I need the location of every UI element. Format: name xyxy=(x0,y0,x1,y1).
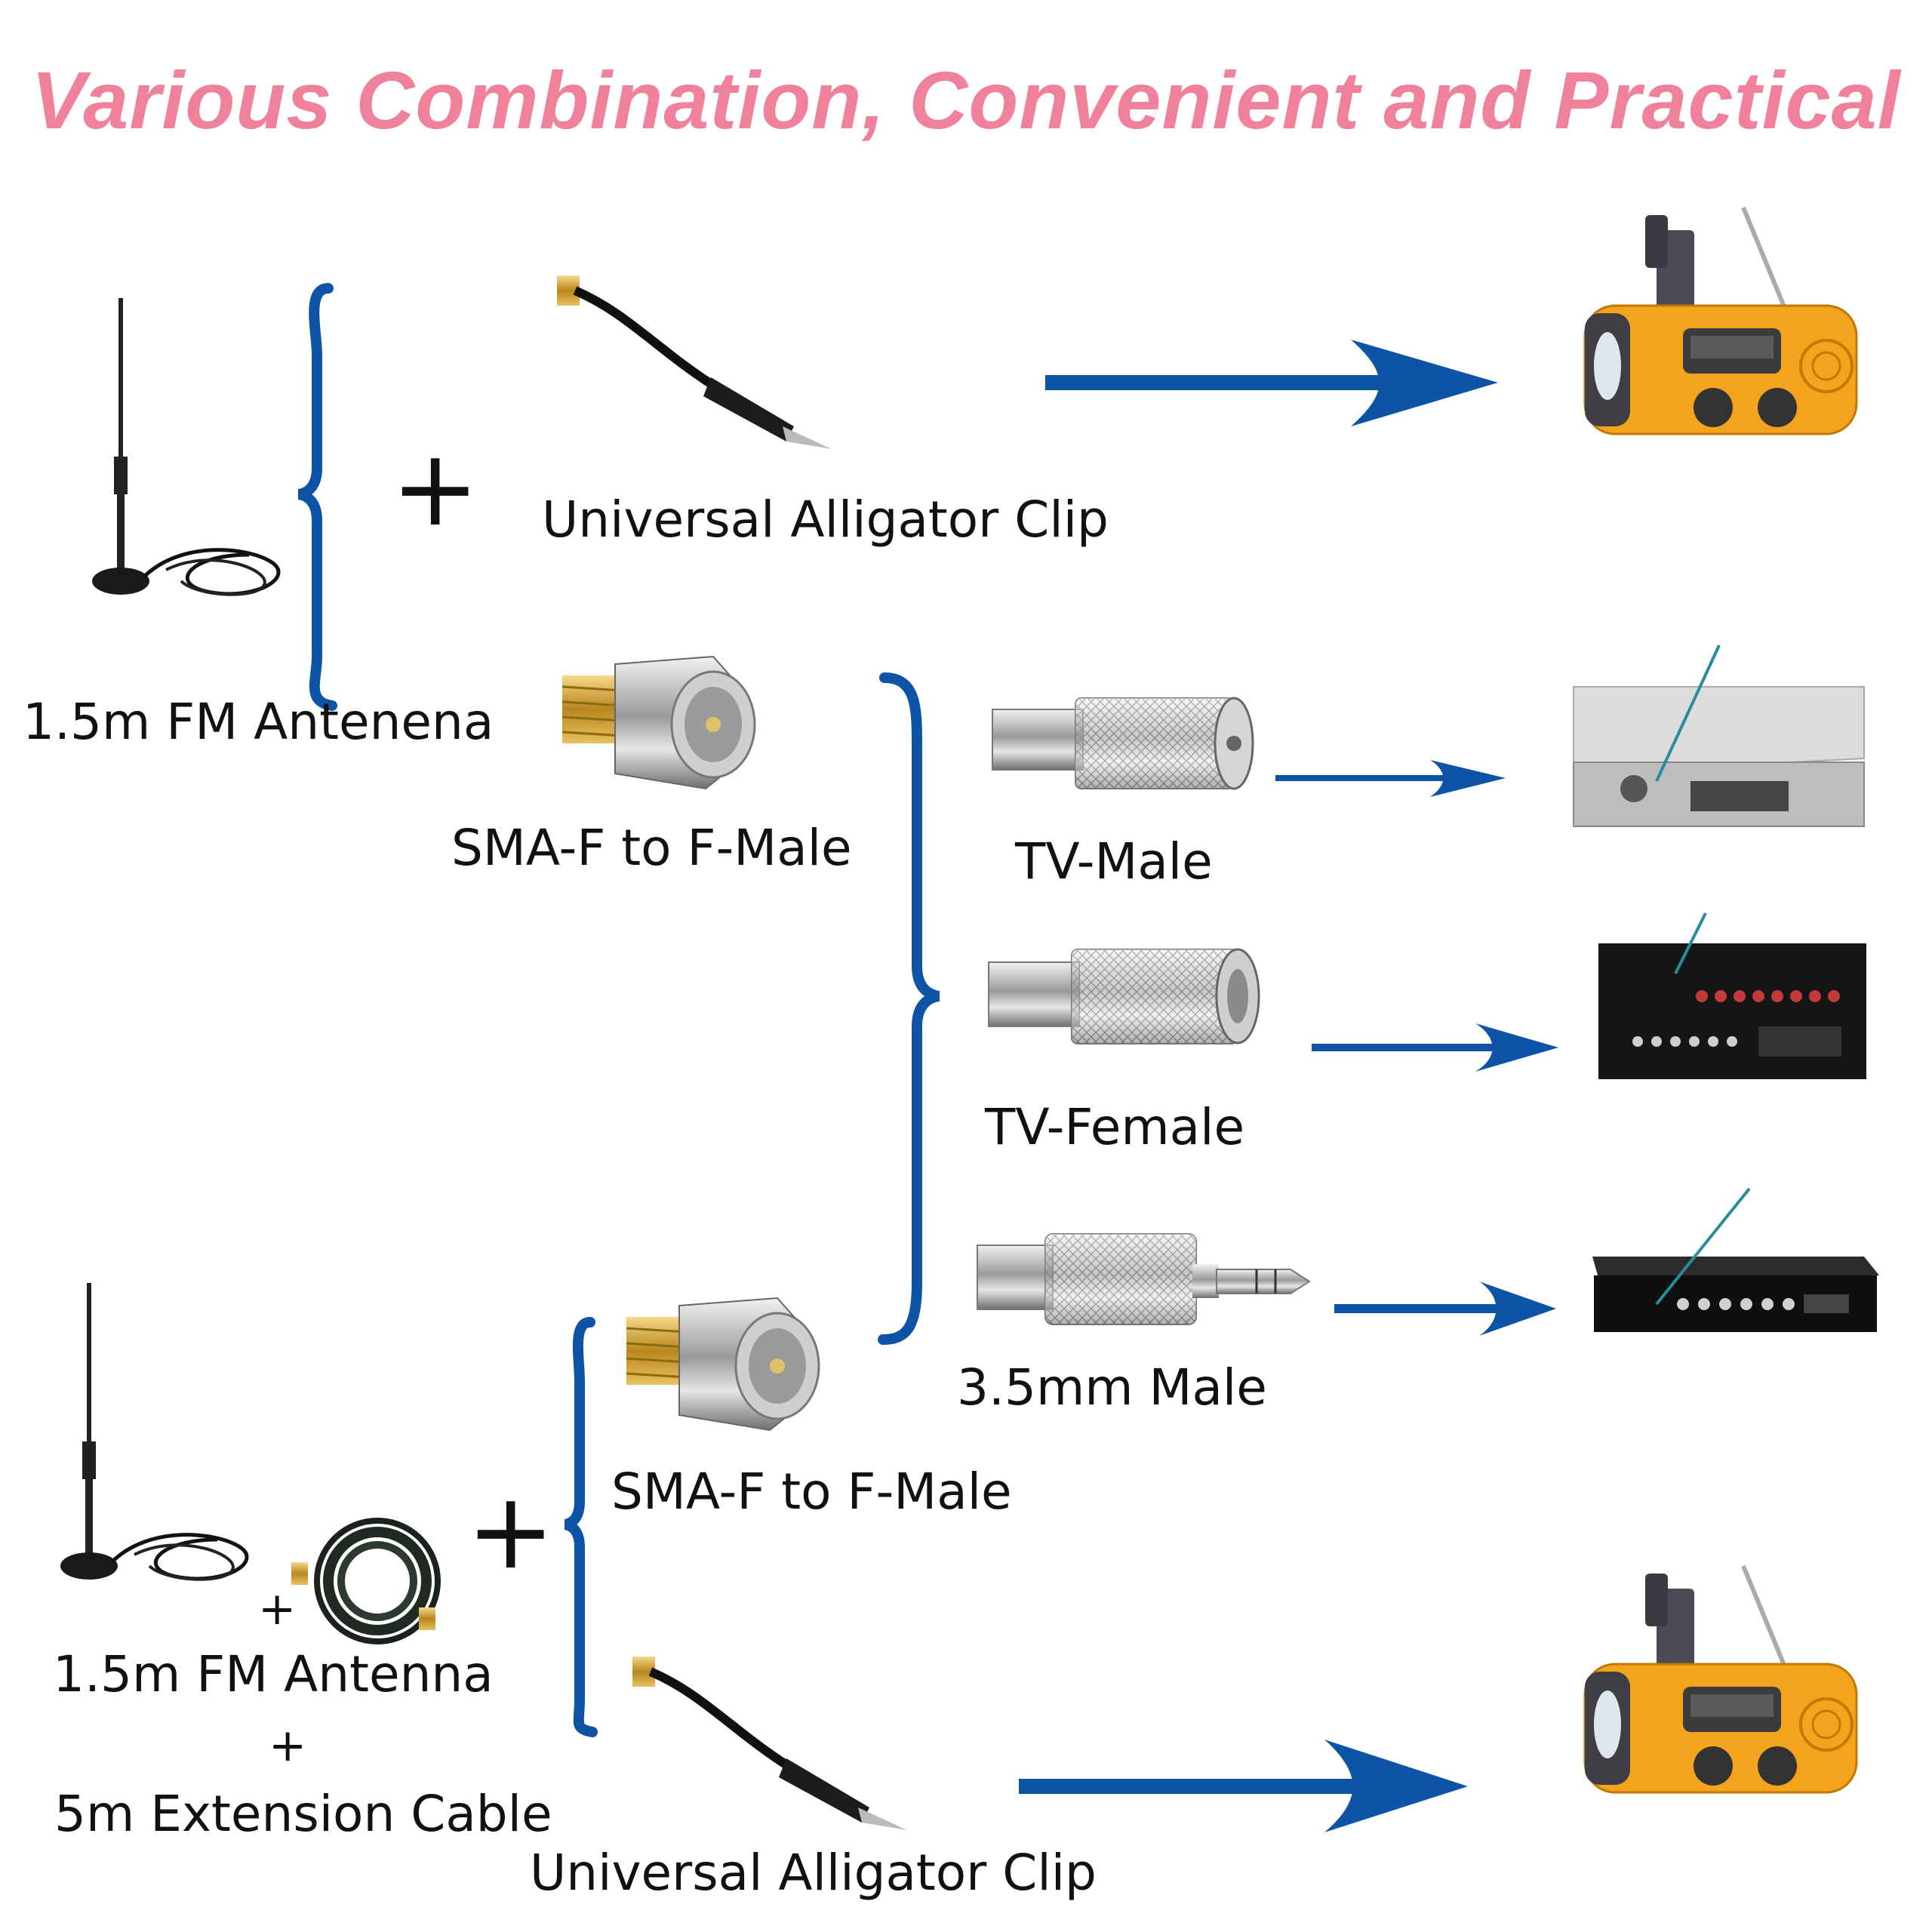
tv-female-label: TV-Female xyxy=(985,1098,1245,1156)
arrow-bottom xyxy=(1019,1740,1468,1832)
arrow-35mm xyxy=(1334,1281,1556,1336)
plus-sign: + xyxy=(466,1470,555,1593)
crank-radio-icon xyxy=(1585,208,1857,434)
antenna-icon xyxy=(92,298,278,595)
brace-middle xyxy=(878,672,940,1345)
set-top-box-icon xyxy=(1592,1187,1879,1332)
arrow-tv-female xyxy=(1312,1023,1558,1072)
brace-bottom xyxy=(564,1317,598,1737)
plus-sign: + xyxy=(269,1719,307,1772)
plus-sign: + xyxy=(258,1583,297,1635)
extension-cable-label: 5m Extension Cable xyxy=(54,1785,552,1843)
alligator-clip-label: Universal Alligator Clip xyxy=(530,1844,1097,1902)
arrow-tv-male xyxy=(1275,760,1506,797)
mm35-male-label: 3.5mm Male xyxy=(957,1358,1267,1417)
sma-adapter-label: SMA-F to F-Male xyxy=(611,1463,1012,1521)
receiver-icon xyxy=(1573,645,1865,827)
brace-top xyxy=(297,283,337,711)
antenna-icon xyxy=(60,1283,247,1580)
sma-adapter-label: SMA-F to F-Male xyxy=(451,819,852,877)
plus-sign: + xyxy=(391,427,480,550)
crank-radio-icon xyxy=(1585,1566,1857,1792)
tv-female-adapter-icon xyxy=(988,948,1260,1044)
extension-cable-icon xyxy=(291,1518,441,1644)
alligator-clip-icon xyxy=(632,1657,907,1830)
av-receiver-icon xyxy=(1598,912,1866,1079)
alligator-clip-icon xyxy=(557,275,832,449)
mm35-adapter-icon xyxy=(977,1233,1311,1325)
antenna-label: 1.5m FM Antenna xyxy=(53,1645,494,1703)
antenna-label: 1.5m FM Antenena xyxy=(23,693,494,751)
tv-male-adapter-icon xyxy=(992,697,1254,790)
arrow-top xyxy=(1045,340,1498,426)
page-title: Various Combination, Convenient and Prac… xyxy=(31,54,1901,146)
tv-male-label: TV-Male xyxy=(1015,832,1213,891)
alligator-clip-label: Universal Alligator Clip xyxy=(542,491,1109,549)
sma-adapter-icon xyxy=(625,1297,820,1432)
sma-adapter-icon xyxy=(561,655,756,790)
